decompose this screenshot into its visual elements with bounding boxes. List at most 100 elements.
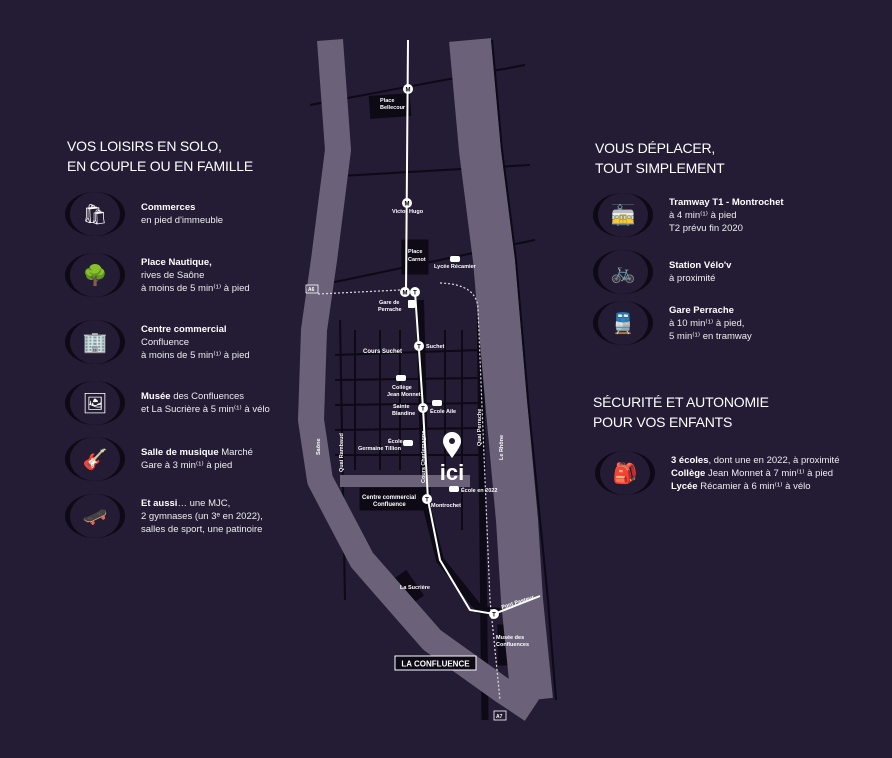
label-sainte-blandine-1: Sainte [393,404,410,410]
item-text: … une MJC, [177,497,231,509]
basin [340,475,470,487]
item-title: Et aussi [141,497,178,509]
item-line-2: à proximité [669,273,716,284]
left-item: 🖼 Musée des Confluences et La Sucrière à… [65,381,270,425]
label-ecole-tillion-1: École [388,437,403,445]
lycee-bold: Lycée [671,480,698,492]
right-item: 🚋 Tramway T1 - Montrochet à 4 min⁽¹⁾ à p… [593,193,784,237]
label-quai-perrache: Quai Perrache [477,409,483,446]
item-title: Gare Perrache [669,304,734,316]
svg-text:T: T [492,613,496,619]
building-basket-icon: 🏢 [65,320,125,364]
museum-icon: 🖼 [65,381,125,425]
item-line-3: à moins de 5 min⁽¹⁾ à pied [141,349,250,361]
label-lycee-recamier: Lycée Récamier [434,264,477,270]
svg-text:M: M [405,202,410,208]
label-a7: A7 [496,714,503,720]
item-title: Salle de musique [141,447,219,458]
safety-title-line-1: SÉCURITÉ ET AUTONOMIE [593,394,769,410]
tram-icon: 🚋 [593,193,653,237]
label-quai-rambaud: Quai Rambaud [339,433,345,472]
left-item: 🌳 Place Nautique, rives de Saône à moins… [65,253,250,297]
schools-text: , dont une en 2022, à proximité [708,454,840,466]
left-item: 🎸 Salle de musique Marché Gare à 3 min⁽¹… [65,437,253,481]
item-line-3: T2 prévu fin 2020 [669,222,743,234]
guitar-icon: 🎸 [65,437,125,481]
school-icon [449,486,459,492]
label-ecole-aile: École Aile [430,407,456,415]
label-montrochet: Montrochet [431,503,461,509]
label-place-carnot-1: Place [408,249,422,255]
left-item: 🏢 Centre commercial Confluence à moins d… [65,320,250,364]
college-bold: Collège [671,467,706,479]
tram-pont-pasteur-icon: T [489,609,499,619]
train-icon: 🚆 [593,301,653,345]
label-musee-1: Musée des [496,635,524,641]
svg-text:T: T [417,345,421,351]
label-ici: ici [440,460,464,485]
la-confluence-box [394,655,477,671]
right-title-line-2: TOUT SIMPLEMENT [595,160,725,176]
label-place-bellecour-2: Bellecour [380,105,406,111]
safety-title-line-2: POUR VOS ENFANTS [593,414,733,430]
backpack-icon: 🎒 [595,451,655,495]
label-musee-2: Confluences [496,642,529,648]
motorway-a6 [317,282,501,701]
tram-blandine-icon: T [418,403,428,413]
school-icon [432,400,442,406]
right-item: 🚆 Gare Perrache à 10 min⁽¹⁾ à pied, 5 mi… [593,301,752,345]
right-title-line-1: VOUS DÉPLACER, [595,140,716,156]
lycee-text: Récamier à 6 min⁽¹⁾ à vélo [697,480,811,492]
metro-victor-hugo-icon: M [402,198,412,208]
label-ecole-tillion-2: Germaine Tillion [358,446,402,452]
label-cours-charlemagne: Cours Charlemagne [421,431,427,483]
safety-section-title: SÉCURITÉ ET AUTONOMIE POUR VOS ENFANTS [593,392,769,432]
label-sainte-blandine-2: Blandine [392,411,415,417]
item-text: Marché [218,447,253,458]
item-line-2: Confluence [141,336,190,348]
rhone-edge [491,39,557,701]
location-pin-icon [443,432,461,458]
item-line-3: salles de sport, une patinoire [141,523,263,535]
school-icon [403,440,413,446]
svg-text:M: M [406,88,411,94]
label-le-rhone: Le Rhône [499,435,505,460]
label-victor-hugo: Victor Hugo [392,209,424,215]
item-line-2: à 10 min⁽¹⁾ à pied, [669,317,745,329]
bicycle-icon: 🚲 [593,250,653,294]
label-la-sucriere: La Sucrière [400,585,430,591]
label-gare-perrache-1: Gare de [379,300,399,306]
label-gare-perrache-2: Perrache [378,307,402,313]
left-title-line-1: VOS LOISIRS EN SOLO, [67,138,222,154]
svg-text:T: T [421,407,425,413]
label-ecole-2022: École en 2022 [461,486,497,494]
item-line-2: Gare à 3 min⁽¹⁾ à pied [141,460,233,471]
metro-perrache-icon: M [400,287,410,297]
item-line-2: à 4 min⁽¹⁾ à pied [669,209,737,221]
label-college-1: Collège [392,385,412,391]
schools-item: 🎒 3 écoles, dont une en 2022, à proximit… [595,451,839,495]
item-text: des Confluences [170,391,244,402]
svg-text:M: M [403,291,408,297]
item-line-2: en pied d'immeuble [141,215,224,226]
label-place-carnot-2: Carnot [408,257,426,263]
metro-bellecour-icon: M [403,84,413,94]
label-cours-suchet: Cours Suchet [363,349,402,355]
item-title: Tramway T1 - Montrochet [669,196,784,208]
label-centre-commercial-1: Centre commercial [362,495,416,501]
left-item: 🛹 Et aussi… une MJC, 2 gymnases (un 3ᵉ e… [65,494,263,538]
rhone-river [449,38,553,703]
item-line-3: à moins de 5 min⁽¹⁾ à pied [141,282,250,294]
item-title: Commerces [141,202,196,213]
left-title-line-2: EN COUPLE OU EN FAMILLE [67,158,254,174]
item-line-2: rives de Saône [141,269,205,281]
item-title: Station Vélo'v [669,260,732,271]
skateboard-icon: 🛹 [65,494,125,538]
college-text: Jean Monnet à 7 min⁽¹⁾ à pied [705,467,834,479]
tree-water-icon: 🌳 [65,253,125,297]
tram-perrache-icon: T [410,287,420,297]
label-centre-commercial-2: Confluence [373,502,406,508]
item-title: Place Nautique, [141,256,212,268]
right-section-title: VOUS DÉPLACER, TOUT SIMPLEMENT [595,138,725,178]
